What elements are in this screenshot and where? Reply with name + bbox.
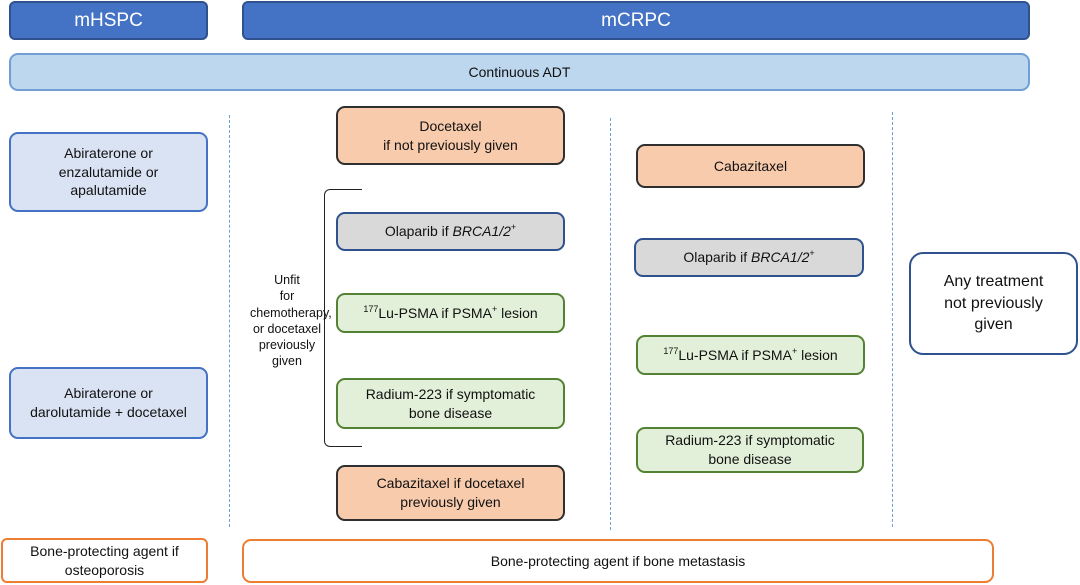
mhspc-option-arpi: Abiraterone or enzalutamide or apalutami… <box>9 132 208 212</box>
mhspc-option-triplet-line2: darolutamide + docetaxel <box>30 404 187 420</box>
radium-line3-line2: bone disease <box>708 451 792 467</box>
mhspc-option-arpi-line3: apalutamide <box>70 182 147 199</box>
unfit-bracket <box>324 189 362 447</box>
mhspc-option-arpi-line2: enzalutamide or <box>58 163 159 180</box>
continuous-adt-label: Continuous ADT <box>468 63 571 80</box>
any-treatment-box: Any treatment not previously given <box>909 252 1078 355</box>
mhspc-option-arpi-line1: Abiraterone or <box>64 144 153 161</box>
any-treatment-line1: Any treatment <box>943 273 1044 291</box>
olaparib-box-line3: Olaparib if BRCA1/2+ <box>634 238 864 277</box>
header-mcrpc-label: mCRPC <box>601 9 671 31</box>
unfit-line5: previously <box>258 338 316 352</box>
cabazitaxel-line2-line1: Cabazitaxel if docetaxel <box>376 475 525 492</box>
header-mcrpc: mCRPC <box>242 1 1030 40</box>
unfit-line1: Unfit <box>274 273 300 287</box>
separator-line-2 <box>610 118 611 530</box>
continuous-adt-bar: Continuous ADT <box>9 53 1030 91</box>
olaparib-label-line2: Olaparib if BRCA1/2+ <box>384 222 517 240</box>
bone-agent-mhspc-line1: Bone-protecting agent if <box>30 542 179 559</box>
radium-box-line3: Radium-223 if symptomatic bone disease <box>636 427 864 473</box>
lu-psma-box-line3: 177Lu-PSMA if PSMA+ lesion <box>636 335 865 375</box>
separator-line-3 <box>892 112 893 527</box>
header-mhspc-label: mHSPC <box>74 9 143 31</box>
bone-agent-mhspc: Bone-protecting agent if osteoporosis <box>1 538 208 583</box>
mhspc-option-triplet-line1: Abiraterone or <box>64 385 153 402</box>
docetaxel-box: Docetaxel if not previously given <box>336 106 565 165</box>
unfit-note: Unfit for chemotherapy, or docetaxel pre… <box>250 272 332 370</box>
cabazitaxel-box-line3: Cabazitaxel <box>636 144 865 188</box>
lu-psma-label-line2: 177Lu-PSMA if PSMA+ lesion <box>363 303 538 321</box>
lu-psma-label-line3: 177Lu-PSMA if PSMA+ lesion <box>663 345 838 363</box>
bone-agent-mhspc-line2: osteoporosis <box>64 561 145 578</box>
unfit-line2: for <box>279 289 295 304</box>
radium-line2-line2: bone disease <box>408 404 493 421</box>
header-mhspc: mHSPC <box>9 1 208 40</box>
olaparib-box-line2: Olaparib if BRCA1/2+ <box>336 212 565 251</box>
separator-line-1 <box>229 115 230 527</box>
cabazitaxel-line3-label: Cabazitaxel <box>713 157 788 174</box>
radium-box-line2: Radium-223 if symptomatic bone disease <box>336 378 565 429</box>
docetaxel-line1: Docetaxel <box>419 117 482 134</box>
bone-agent-mcrpc-label: Bone-protecting agent if bone metastasis <box>490 552 746 569</box>
unfit-line6: given <box>272 354 302 369</box>
radium-line2-line1: Radium-223 if symptomatic <box>365 385 536 402</box>
lu-psma-box-line2: 177Lu-PSMA if PSMA+ lesion <box>336 293 565 333</box>
cabazitaxel-line2-line2: previously given <box>400 494 501 510</box>
any-treatment-line3: given <box>974 316 1013 334</box>
olaparib-label-line3: Olaparib if BRCA1/2+ <box>683 248 815 266</box>
cabazitaxel-box-line2: Cabazitaxel if docetaxel previously give… <box>336 465 565 521</box>
unfit-line3: chemotherapy, <box>250 305 332 320</box>
bone-agent-mcrpc: Bone-protecting agent if bone metastasis <box>242 539 994 583</box>
radium-line3-line1: Radium-223 if symptomatic <box>665 432 835 449</box>
unfit-line4: or docetaxel <box>252 321 322 336</box>
docetaxel-line2: if not previously given <box>383 136 518 153</box>
mhspc-option-triplet: Abiraterone or darolutamide + docetaxel <box>9 367 208 439</box>
any-treatment-line2: not previously <box>944 294 1043 312</box>
